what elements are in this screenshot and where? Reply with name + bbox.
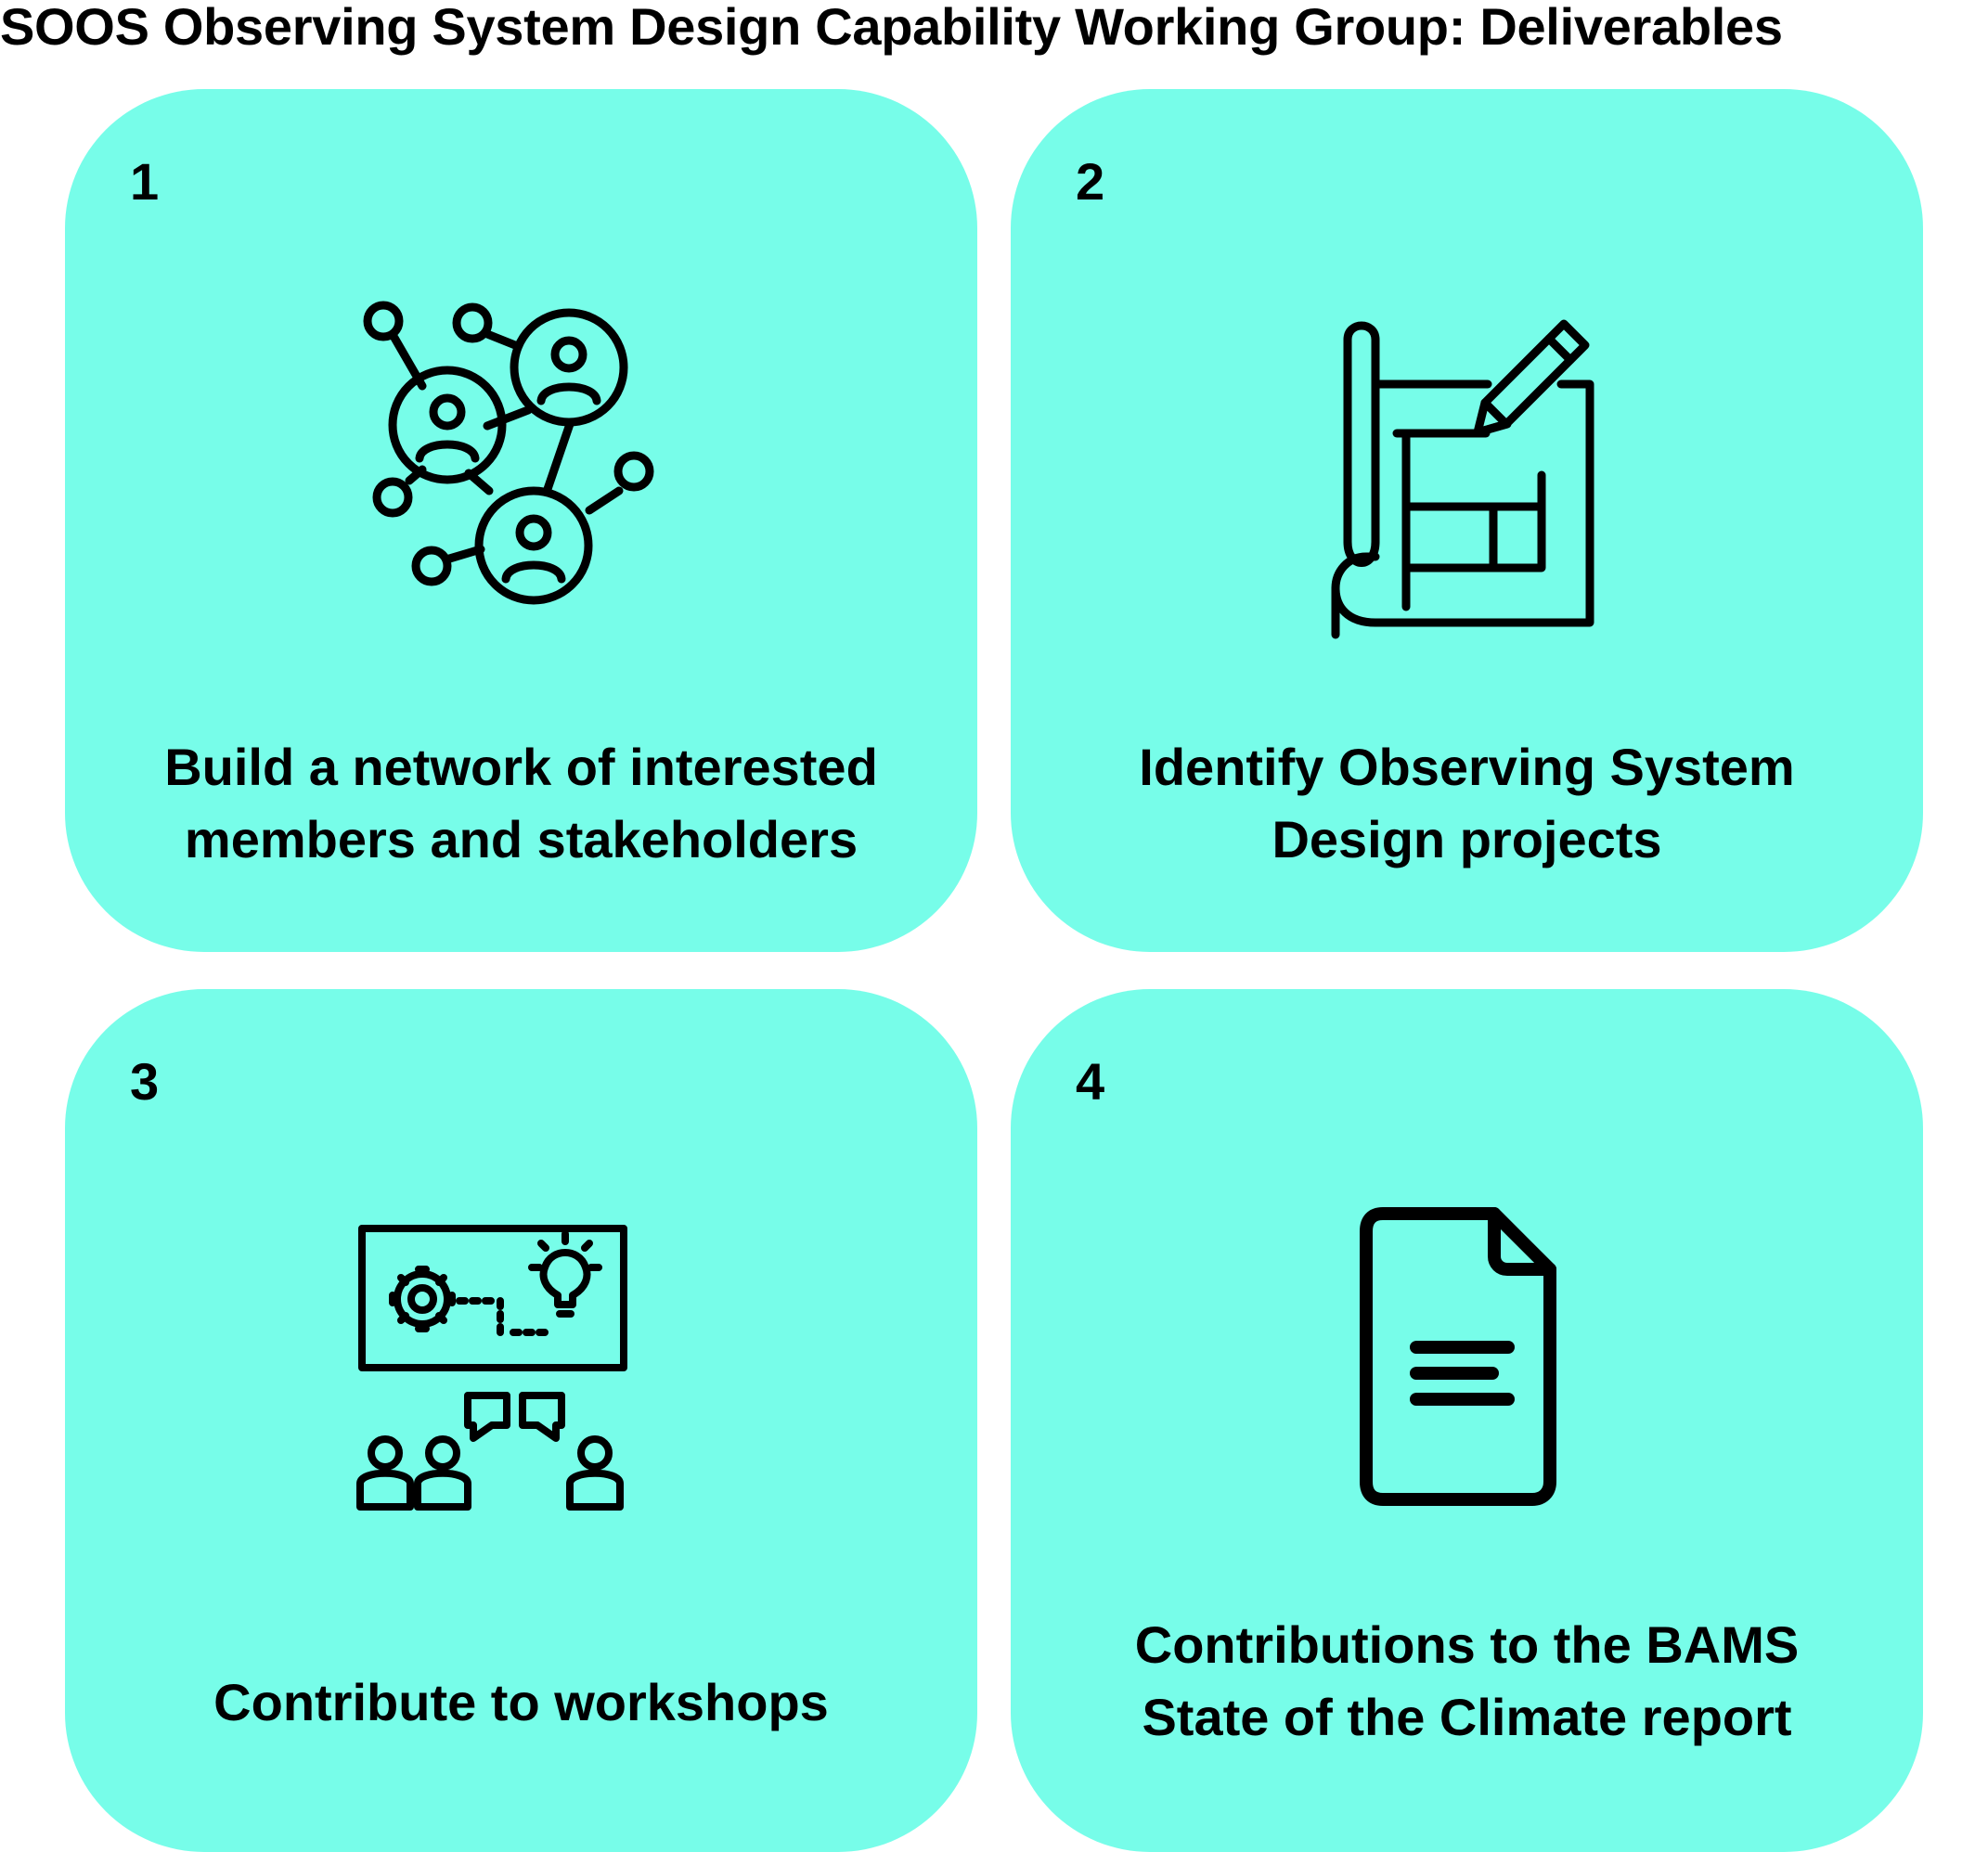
card-number: 1 xyxy=(130,152,160,211)
card-number: 3 xyxy=(130,1052,160,1111)
network-people-icon xyxy=(350,301,693,644)
card-number: 4 xyxy=(1076,1052,1105,1111)
description-line: State of the Climate report xyxy=(1142,1688,1792,1746)
blueprint-pencil-icon xyxy=(1296,301,1639,644)
deliverable-card-3: 3 xyxy=(65,989,977,1852)
deliverable-description: Build a network of interested members an… xyxy=(102,731,940,876)
deliverable-card-2: 2 Identify Observing System Design proje… xyxy=(1011,89,1923,952)
description-line: members and stakeholders xyxy=(184,810,858,868)
description-line: Build a network of interested xyxy=(164,738,878,796)
deliverable-description: Contributions to the BAMS State of the C… xyxy=(1048,1609,1886,1754)
description-line: Contribute to workshops xyxy=(213,1673,829,1731)
card-number: 2 xyxy=(1076,152,1105,211)
page-title: SOOS Observing System Design Capability … xyxy=(0,0,1783,56)
deliverable-card-1: 1 xyxy=(65,89,977,952)
deliverable-description: Identify Observing System Design project… xyxy=(1048,731,1886,876)
description-line: Contributions to the BAMS xyxy=(1134,1615,1800,1674)
deliverable-description: Contribute to workshops xyxy=(102,1666,940,1739)
description-line: Design projects xyxy=(1272,810,1662,868)
workshop-presentation-icon xyxy=(350,1201,693,1544)
description-line: Identify Observing System xyxy=(1139,738,1795,796)
document-icon xyxy=(1296,1201,1639,1544)
deliverable-card-4: 4 Contributions to the BAMS State of the… xyxy=(1011,989,1923,1852)
